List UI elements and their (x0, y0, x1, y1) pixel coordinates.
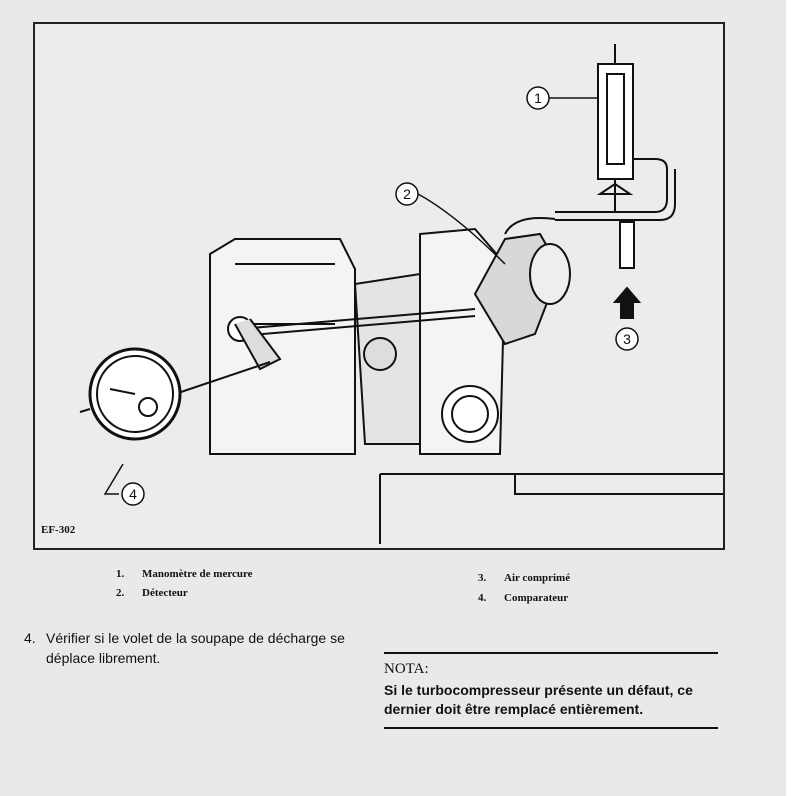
turbo-diagram: 1 2 3 4 EF-302 (33, 22, 725, 550)
mercury-manometer (597, 63, 634, 180)
callout-3: 3 (623, 331, 631, 347)
turbine-housing (209, 238, 356, 455)
callout-1: 1 (534, 90, 542, 106)
callout-leaders (103, 97, 598, 495)
base-block (379, 473, 723, 544)
step-number: 4. (24, 630, 36, 646)
callout-2: 2 (403, 186, 411, 202)
callout-circles (121, 86, 639, 506)
nota-title: NOTA: (384, 661, 429, 677)
actuator-rod (239, 308, 476, 337)
nota-text: Si le turbocompresseur présente un défau… (384, 682, 693, 717)
turbocharger-illustration: 1 2 3 4 (79, 44, 723, 544)
air-inlet (619, 221, 635, 269)
figure-id: EF-302 (41, 524, 76, 536)
callout-4: 4 (129, 486, 137, 502)
compressor-outlet (441, 385, 499, 443)
legend-item-3: 3.Air comprimé (478, 572, 571, 584)
air-hose (504, 158, 676, 235)
nota-box: NOTA: Si le turbocompresseur présente un… (384, 652, 718, 729)
legend-item-2: 2.Détecteur (116, 587, 188, 599)
step-4: 4. Vérifier si le volet de la soupape de… (24, 628, 364, 668)
step-text: Vérifier si le volet de la soupape de dé… (46, 630, 345, 666)
legend-item-4: 4.Comparateur (478, 592, 569, 604)
legend-item-1: 1.Manomètre de mercure (116, 568, 253, 580)
gauge-rod (174, 361, 271, 395)
air-arrow-icon (612, 286, 642, 319)
